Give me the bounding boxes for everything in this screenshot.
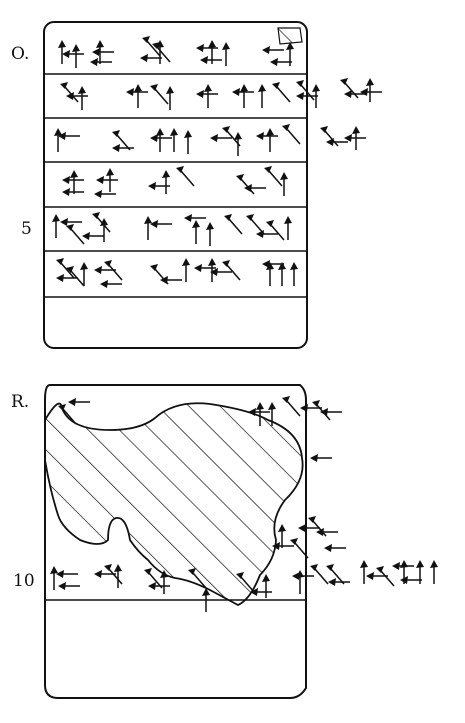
- obverse-line-5-signs: [51, 211, 293, 247]
- obverse-line-2-signs: [59, 77, 383, 111]
- obverse-line-6-signs: [55, 257, 299, 289]
- reverse-damaged-area: [45, 402, 304, 606]
- reverse-tablet: [44, 384, 307, 699]
- line-number-5: 5: [21, 219, 32, 239]
- obverse-tablet: [43, 21, 308, 349]
- obverse-line-4-signs: [61, 165, 289, 199]
- obverse-line-3-signs: [53, 123, 367, 157]
- line-number-10: 10: [13, 571, 35, 591]
- reverse-side-label: R.: [11, 392, 30, 412]
- obverse-side-label: O.: [11, 44, 30, 64]
- obverse-line-1-signs: [57, 35, 295, 69]
